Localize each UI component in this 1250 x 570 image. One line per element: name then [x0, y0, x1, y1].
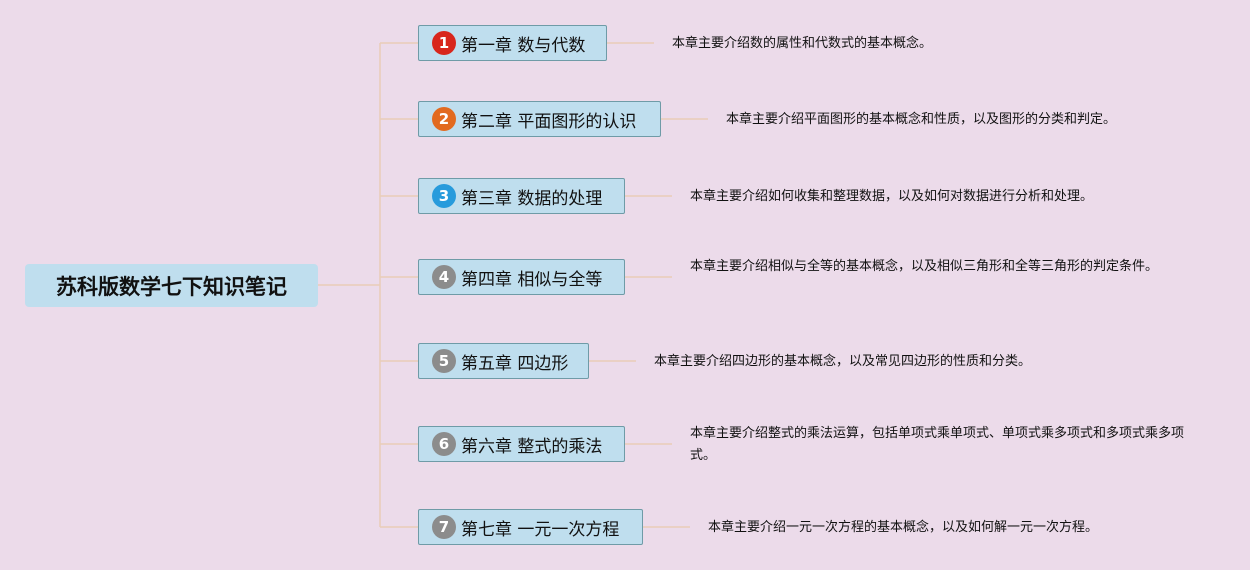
root-node-title: 苏科版数学七下知识笔记: [25, 264, 318, 307]
chapter-description: 本章主要介绍平面图形的基本概念和性质，以及图形的分类和判定。: [726, 112, 1117, 127]
chapter-title: 第一章 数与代数: [461, 35, 586, 56]
chapter-number-badge: 1: [432, 31, 456, 55]
chapter-description: 本章主要介绍相似与全等的基本概念，以及相似三角形和全等三角形的判定条件。: [690, 259, 1159, 274]
chapter-description: 本章主要介绍一元一次方程的基本概念，以及如何解一元一次方程。: [708, 520, 1099, 535]
chapter-description: 本章主要介绍四边形的基本概念，以及常见四边形的性质和分类。: [654, 354, 1032, 369]
chapter-title: 第七章 一元一次方程: [461, 519, 620, 540]
chapter-title: 第二章 平面图形的认识: [461, 111, 637, 132]
chapter-number-badge: 6: [432, 432, 456, 456]
chapter-number-badge: 3: [432, 184, 456, 208]
chapter-description: 本章主要介绍整式的乘法运算，包括单项式乘单项式、单项式乘多项式和多项式乘多项式。: [690, 426, 1185, 463]
chapter-description: 本章主要介绍数的属性和代数式的基本概念。: [672, 36, 933, 51]
chapter-description: 本章主要介绍如何收集和整理数据，以及如何对数据进行分析和处理。: [690, 189, 1094, 204]
chapter-title: 第六章 整式的乘法: [461, 436, 603, 457]
chapter-number-badge: 2: [432, 107, 456, 131]
chapter-title: 第三章 数据的处理: [461, 188, 603, 209]
chapter-title: 第四章 相似与全等: [461, 269, 603, 290]
chapter-number-badge: 4: [432, 265, 456, 289]
chapter-number-badge: 5: [432, 349, 456, 373]
chapter-number-badge: 7: [432, 515, 456, 539]
chapter-title: 第五章 四边形: [461, 353, 569, 374]
